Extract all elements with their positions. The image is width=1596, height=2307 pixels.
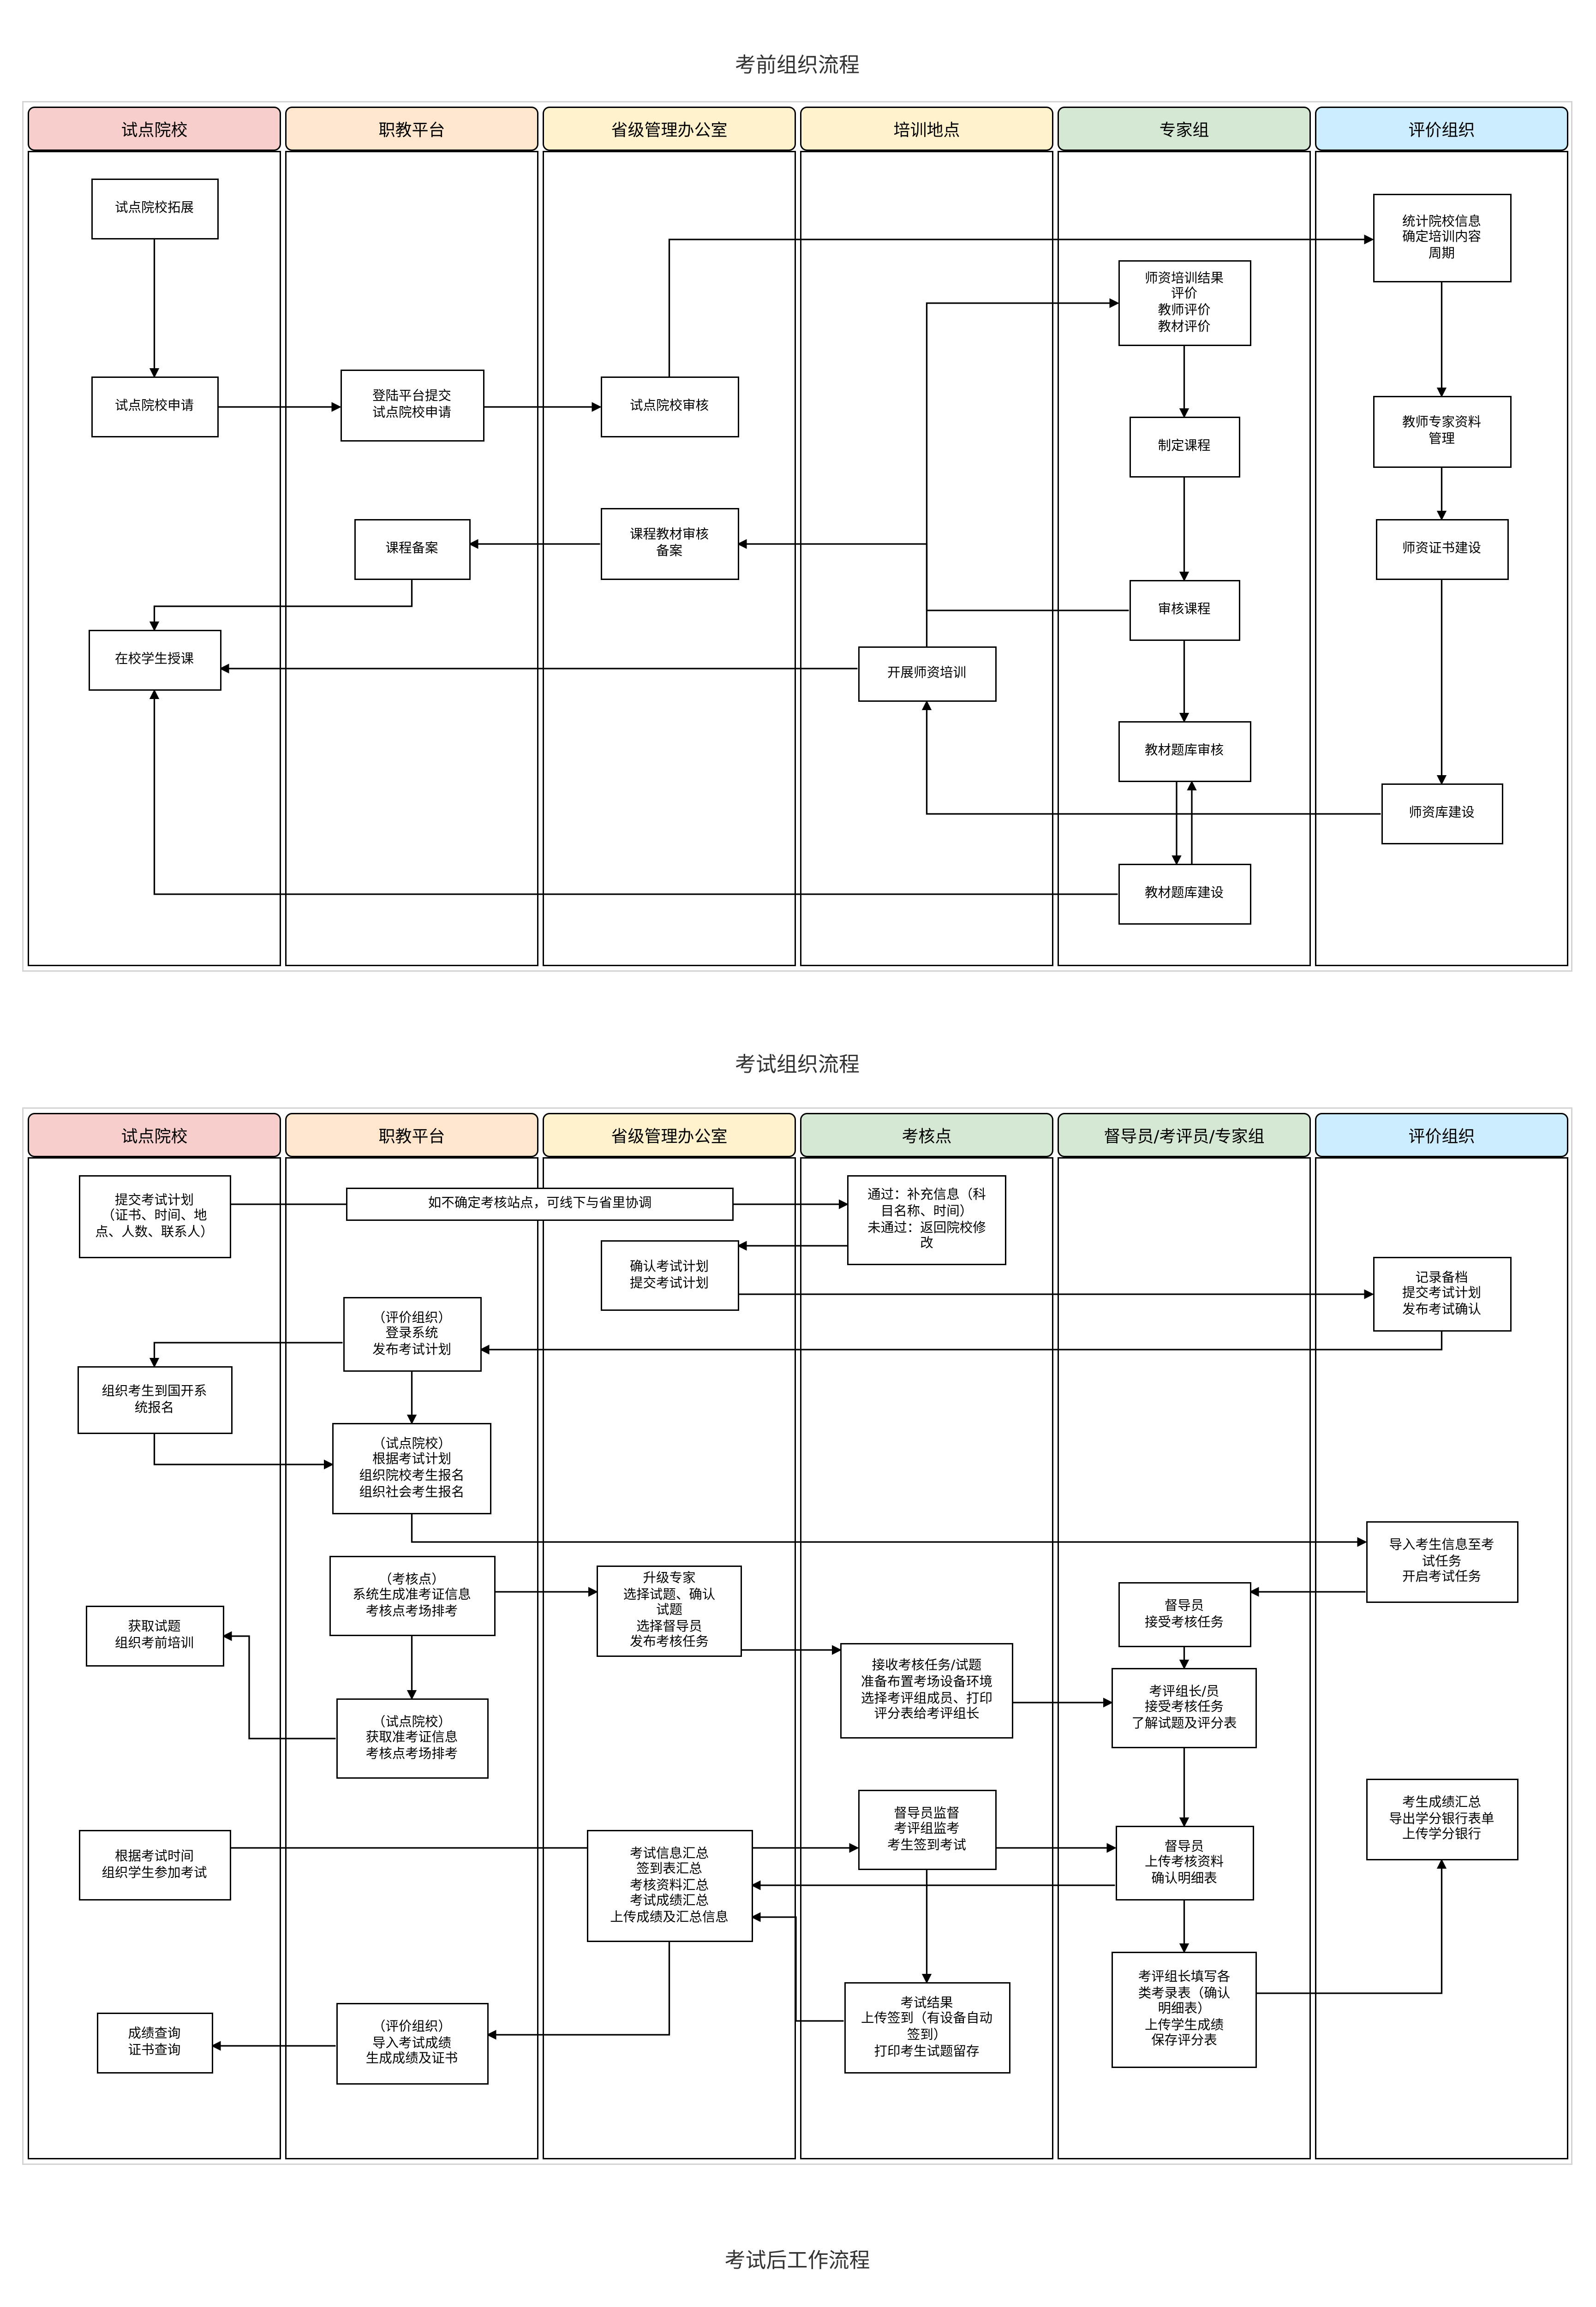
flow-box-kp_fill: 考评组长填写各 类考录表（确认 明细表） 上传学生成绩 保存评分表 bbox=[1112, 1952, 1257, 2068]
flow-box-record_file: 记录备档 提交考试计划 发布考试确认 bbox=[1372, 1257, 1511, 1332]
flow-box-exam_result: 考试结果 上传签到（有设备自动 签到） 打印考生试题留存 bbox=[843, 1982, 1010, 2074]
lane-header: 试点院校 bbox=[28, 107, 281, 151]
lane-header: 督导员/考评员/专家组 bbox=[1058, 1113, 1311, 1157]
flow-box-confirm_plan: 确认考试计划 提交考试计划 bbox=[600, 1240, 739, 1311]
flow-box-course_record: 课程备案 bbox=[353, 519, 470, 580]
lane-header: 考核点 bbox=[800, 1113, 1053, 1157]
flow-arrow bbox=[1257, 1859, 1447, 1994]
diagram-title-exam: 考试组织流程 bbox=[735, 1052, 860, 1077]
flow-arrow bbox=[149, 1342, 343, 1368]
lane-header: 试点院校 bbox=[28, 1113, 281, 1157]
flow-arrow bbox=[479, 1332, 1443, 1355]
flow-box-stat_info: 统计院校信息 确定培训内容 周期 bbox=[1372, 194, 1511, 282]
lane-header: 培训地点 bbox=[800, 107, 1053, 151]
flow-box-sd_ticket: （试点院校） 获取准考证信息 考核点考场排考 bbox=[335, 1698, 488, 1779]
flow-box-pj_import: （评价组织） 导入考试成绩 生成成绩及证书 bbox=[335, 2003, 488, 2085]
flow-box-expert_data: 教师专家资料 管理 bbox=[1372, 396, 1511, 468]
flow-box-kh_ticket: （考核点） 系统生成准考证信息 考核点考场排考 bbox=[329, 1556, 495, 1636]
flow-box-org_exam: 根据考试时间 组织学生参加考试 bbox=[78, 1830, 231, 1901]
flow-box-dd_accept: 督导员 接受考核任务 bbox=[1118, 1582, 1251, 1647]
lane-header: 省级管理办公室 bbox=[543, 107, 796, 151]
flow-box-cert_build: 师资证书建设 bbox=[1375, 519, 1508, 580]
flow-arrow bbox=[153, 1434, 334, 1470]
flow-box-material_bank_build: 教材题库建设 bbox=[1118, 864, 1251, 925]
flow-arrow bbox=[486, 1942, 670, 2040]
lane-header: 职教平台 bbox=[285, 107, 538, 151]
flow-box-import_info: 导入考生信息至考 试任务 开启考试任务 bbox=[1365, 1521, 1518, 1603]
flow-arrow bbox=[668, 234, 1374, 377]
flow-box-score_query: 成绩查询 证书查询 bbox=[96, 2013, 213, 2074]
flow-box-pj_login: （评价组织） 登录系统 发布考试计划 bbox=[342, 1297, 481, 1372]
flow-box-get_questions: 获取试题 组织考前培训 bbox=[85, 1606, 224, 1667]
diagram-title-pre-exam: 考前组织流程 bbox=[735, 53, 860, 78]
flow-arrow bbox=[149, 689, 1118, 895]
flow-box-teacher_training: 开展师资培训 bbox=[857, 646, 996, 702]
flow-box-supervise: 督导员监督 考评组监考 考生签到考试 bbox=[857, 1790, 996, 1870]
flow-box-score_summary: 考生成绩汇总 导出学分银行表单 上传学分银行 bbox=[1365, 1779, 1518, 1860]
flow-arrow bbox=[411, 1514, 1367, 1547]
flow-box-submit_plan: 提交考试计划 （证书、时间、地 点、人数、联系人） bbox=[78, 1175, 231, 1258]
flow-box-org_register: 组织考生到国开系 统报名 bbox=[77, 1366, 232, 1434]
flow-box-teacher_lib: 师资库建设 bbox=[1381, 783, 1503, 844]
flow-box-info_summary: 考试信息汇总 签到表汇总 考核资料汇总 考试成绩汇总 上传成绩及汇总信息 bbox=[586, 1830, 753, 1942]
lane-header: 省级管理办公室 bbox=[543, 1113, 796, 1157]
flow-box-review_course: 审核课程 bbox=[1129, 580, 1240, 641]
flow-box-school_review: 试点院校审核 bbox=[600, 377, 739, 437]
flow-box-expand: 试点院校拓展 bbox=[90, 179, 218, 239]
flow-box-dd_upload: 督导员 上传考核资料 确认明细表 bbox=[1115, 1826, 1254, 1901]
flow-box-training_eval: 师资培训结果 评价 教师评价 教材评价 bbox=[1118, 260, 1251, 346]
lane-header: 评价组织 bbox=[1315, 1113, 1568, 1157]
flow-arrow bbox=[222, 1631, 336, 1739]
flow-arrow bbox=[921, 700, 1381, 815]
flow-arrow bbox=[737, 539, 1129, 611]
flow-box-teach_students: 在校学生授课 bbox=[88, 630, 221, 691]
flow-box-material_bank_review: 教材题库审核 bbox=[1118, 721, 1251, 782]
flow-box-pass_info: 通过：补充信息（科 目名称、时间） 未通过：返回院校修 改 bbox=[847, 1175, 1006, 1265]
lane-header: 职教平台 bbox=[285, 1113, 538, 1157]
diagram-title-post-exam: 考试后工作流程 bbox=[724, 2248, 870, 2273]
flow-box-receive_task: 接收考核任务/试题 准备布置考场设备环境 选择考评组成员、打印 评分表给考评组长 bbox=[840, 1643, 1013, 1739]
lane-header: 专家组 bbox=[1058, 107, 1311, 151]
flow-box-course_material_review: 课程教材审核 备案 bbox=[600, 508, 739, 580]
flow-box-sd_register: （试点院校） 根据考试计划 组织院校考生报名 组织社会考生报名 bbox=[332, 1423, 491, 1514]
flow-arrow bbox=[751, 1912, 844, 2022]
flow-box-kp_accept: 考评组长/员 接受考核任务 了解试题及评分表 bbox=[1112, 1668, 1257, 1748]
lane-header: 评价组织 bbox=[1315, 107, 1568, 151]
flow-box-make_course: 制定课程 bbox=[1129, 417, 1240, 478]
flow-box-upgrade_expert: 升级专家 选择试题、确认 试题 选择督导员 发布考核任务 bbox=[597, 1566, 742, 1657]
flow-box-apply: 试点院校申请 bbox=[90, 377, 218, 437]
note-box: 如不确定考核站点，可线下与省里协调 bbox=[346, 1188, 734, 1221]
flow-arrow bbox=[926, 298, 1119, 646]
flow-box-login_submit: 登陆平台提交 试点院校申请 bbox=[340, 370, 484, 442]
flow-arrow bbox=[149, 580, 413, 632]
